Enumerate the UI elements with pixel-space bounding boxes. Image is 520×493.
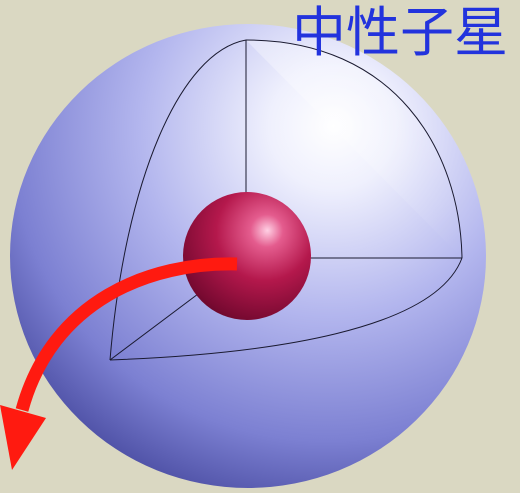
page-title: 中性子星: [292, 1, 508, 64]
rotation-arrow-icon: [0, 257, 238, 470]
inner-core: [183, 192, 311, 320]
